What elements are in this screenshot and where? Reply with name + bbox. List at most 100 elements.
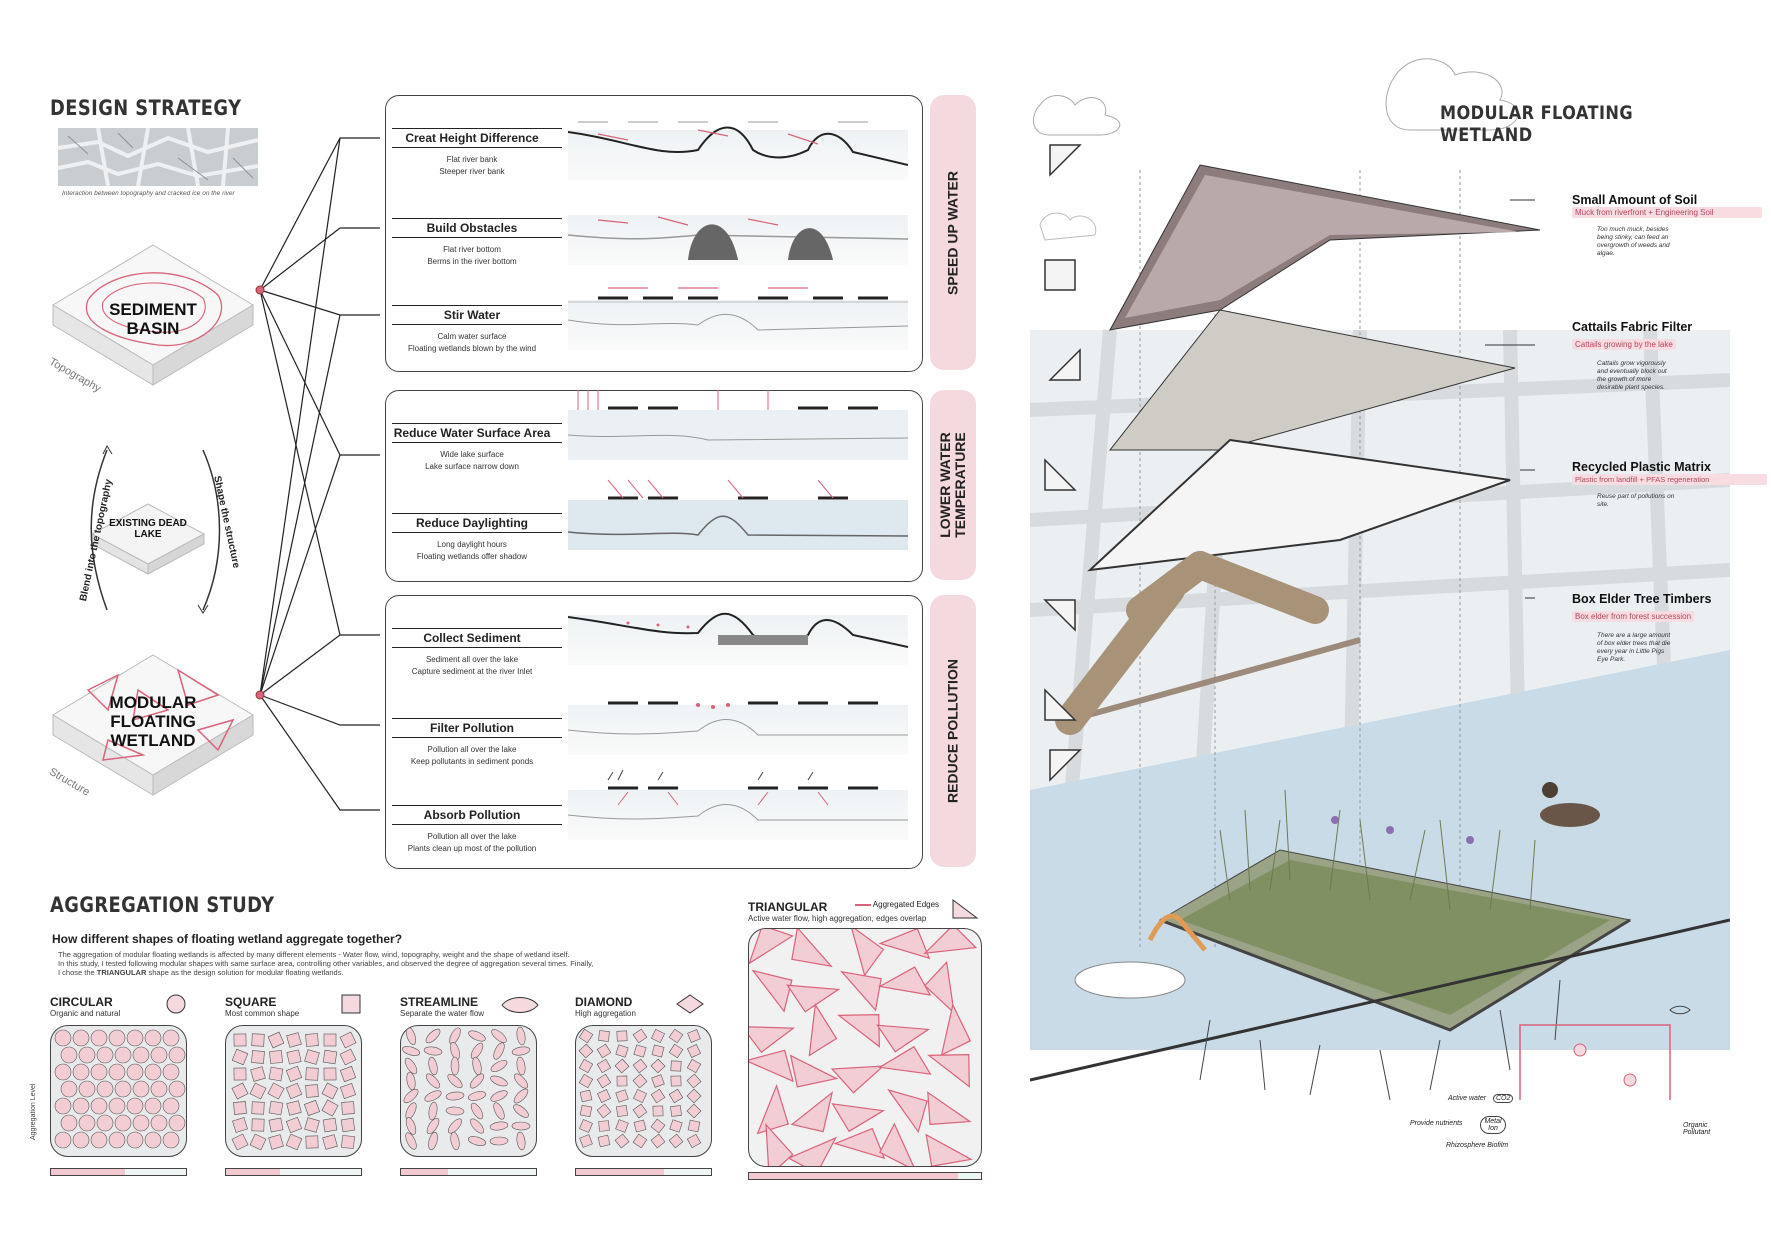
streamline-module	[513, 1088, 529, 1104]
item-stir-water: Stir Water Calm water surface Floating w…	[392, 305, 562, 355]
square-thumb	[225, 1025, 362, 1157]
band-reduce-pollution: REDUCE POLLUTION	[930, 595, 976, 867]
square-module	[249, 1133, 267, 1151]
streamline-module	[425, 1073, 441, 1089]
diamond-module	[651, 1074, 665, 1088]
streamline-module	[445, 1091, 465, 1101]
streamline-module	[468, 1030, 486, 1042]
section-obstacles	[568, 215, 908, 265]
square-module	[269, 1050, 283, 1064]
circle-module	[168, 1114, 186, 1132]
circle-module	[162, 1063, 180, 1081]
diamond-module	[687, 1119, 701, 1133]
streamline-module	[405, 1027, 417, 1045]
triangle-module	[831, 1103, 886, 1133]
circle-module	[144, 1097, 162, 1115]
diamond-module	[579, 1134, 593, 1148]
circle-module	[126, 1063, 144, 1081]
section-height-difference	[568, 121, 908, 180]
triangular-level-bar	[748, 1172, 982, 1180]
layer-cattails: Cattails Fabric Filter Cattails growing …	[1572, 320, 1693, 391]
section-filter-pollution	[568, 701, 908, 755]
circle-module	[126, 1131, 144, 1149]
streamline-module	[428, 1131, 438, 1151]
circle-module	[114, 1046, 132, 1064]
square-module	[321, 1082, 339, 1100]
circle-module	[72, 1063, 90, 1081]
section-surface-area	[568, 390, 908, 460]
square-module	[249, 1082, 267, 1100]
circle-module	[132, 1114, 150, 1132]
diamond-module	[597, 1134, 611, 1148]
diamond-module	[669, 1119, 683, 1133]
streamline-module	[445, 1106, 465, 1116]
modular-wetland-tile	[52, 654, 254, 796]
triangle-icon	[952, 899, 979, 919]
shape-diamond: DIAMOND High aggregation	[575, 994, 745, 1018]
streamline-module	[425, 1028, 441, 1044]
ann-active-water: Active water	[1448, 1095, 1487, 1102]
streamline-module	[428, 1101, 438, 1121]
diamond-module	[578, 1073, 594, 1089]
diamond-module	[668, 1028, 684, 1044]
square-module	[268, 1100, 284, 1116]
circle-module	[150, 1046, 168, 1064]
square-module	[285, 1082, 303, 1100]
diamond-module	[579, 1104, 593, 1118]
triangle-module	[749, 1026, 796, 1054]
square-module	[251, 1101, 265, 1115]
circle-module	[60, 1080, 78, 1098]
diamond-module	[578, 1028, 594, 1044]
streamline-module	[447, 1118, 463, 1134]
circle-module	[72, 1029, 90, 1047]
diamond-module	[650, 1028, 666, 1044]
circle-module	[72, 1097, 90, 1115]
streamline-icon	[501, 997, 539, 1013]
circle-module	[54, 1097, 72, 1115]
square-module	[341, 1135, 355, 1149]
triangle-module	[751, 969, 793, 1013]
square-module	[321, 1099, 339, 1117]
shape-circular: CIRCULAR Organic and natural	[50, 994, 220, 1018]
streamline-module	[489, 1136, 509, 1146]
triangle-module	[923, 929, 978, 955]
square-module	[303, 1099, 321, 1117]
square-module	[339, 1031, 357, 1049]
square-module	[340, 1117, 356, 1133]
item-absorb-pollution: Absorb Pollution Pollution all over the …	[392, 805, 562, 855]
streamline-module	[493, 1042, 505, 1060]
triangle-module	[923, 960, 955, 1015]
circle-module	[90, 1131, 108, 1149]
triangle-module	[765, 1123, 794, 1166]
diamond-thumb	[575, 1025, 712, 1157]
circle-module	[150, 1114, 168, 1132]
streamline-module	[472, 1056, 482, 1076]
triangle-module	[877, 966, 932, 996]
circle-module	[108, 1097, 126, 1115]
sediment-basin-tile	[52, 244, 254, 386]
circle-module	[90, 1063, 108, 1081]
ann-nutrients: Provide nutrients	[1410, 1120, 1463, 1127]
square-module	[305, 1135, 319, 1149]
streamline-module	[424, 1090, 442, 1102]
diamond-module	[686, 1103, 702, 1119]
streamline-level-bar	[400, 1168, 537, 1176]
layer-soil: Small Amount of Soil Muck from riverfron…	[1572, 193, 1762, 258]
aggregation-paragraph: The aggregation of modular floating wetl…	[58, 950, 594, 977]
square-module	[233, 1101, 247, 1115]
diamond-module	[686, 1058, 702, 1074]
circle-module	[162, 1131, 180, 1149]
diamond-module	[650, 1133, 666, 1149]
layer-timbers: Box Elder Tree Timbers Box elder from fo…	[1572, 592, 1712, 663]
streamline-module	[493, 1102, 505, 1120]
streamline-module	[469, 1073, 485, 1089]
square-module	[323, 1033, 337, 1047]
modular-wetland-label: MODULAR FLOATING WETLAND	[109, 693, 197, 750]
square-module	[231, 1082, 249, 1100]
circle-module	[78, 1046, 96, 1064]
square-module	[231, 1048, 249, 1066]
circle-module	[108, 1029, 126, 1047]
streamline-module	[405, 1117, 417, 1135]
circle-module	[108, 1063, 126, 1081]
diamond-module	[650, 1088, 666, 1104]
